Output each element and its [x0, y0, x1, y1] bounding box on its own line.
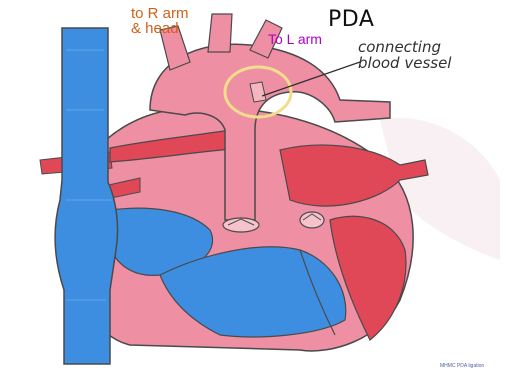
pulmonary-valve	[300, 212, 324, 228]
vena-cava	[55, 28, 118, 364]
label-left-arm: To L arm	[268, 32, 322, 46]
left-carotid-artery	[208, 14, 232, 52]
label-right-arm-head: to R arm & head	[131, 6, 189, 36]
diagram-title: PDA	[328, 9, 374, 31]
credit-text: MHMC PDA ligation	[440, 364, 484, 369]
label-connecting-vessel: connecting blood vessel	[358, 40, 451, 72]
aortic-valve	[223, 218, 259, 232]
